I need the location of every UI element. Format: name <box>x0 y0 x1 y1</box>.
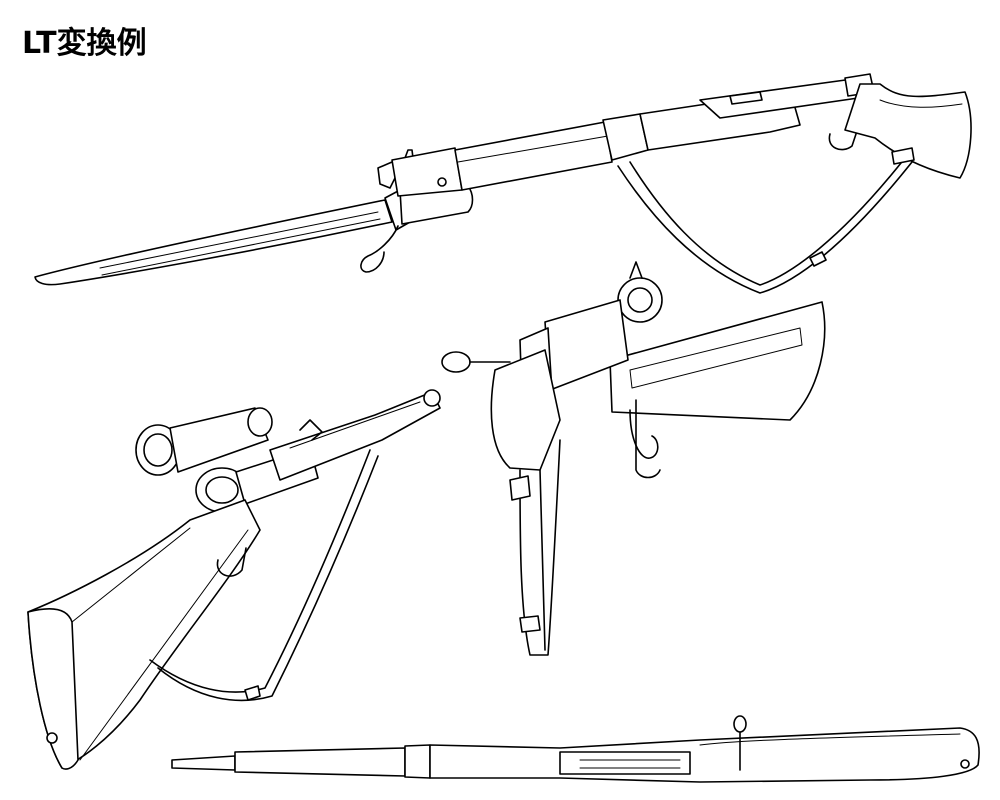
sling <box>629 157 906 286</box>
bayonet-fuller <box>99 211 381 276</box>
barrel-band <box>404 744 431 779</box>
nose-cap <box>391 147 463 197</box>
buttstock <box>844 83 972 179</box>
bayonet-blade <box>609 301 826 421</box>
receiver <box>559 751 691 775</box>
rifle-with-scope-rear-view <box>27 389 441 770</box>
rifle-top-view <box>171 715 980 783</box>
bolt-knob <box>733 715 747 733</box>
barrel <box>171 755 236 771</box>
bolt-knob <box>441 351 471 373</box>
rifle-with-bayonet-front-view <box>441 261 826 656</box>
butt-plate <box>27 608 79 770</box>
barrel <box>269 391 441 481</box>
bayonet-hook <box>629 409 659 459</box>
scope-tube <box>169 407 269 473</box>
bayonet-blade <box>34 199 393 286</box>
rifle-with-bayonet-side-view <box>34 73 972 294</box>
sling <box>519 439 561 656</box>
stock-body <box>490 349 561 471</box>
muzzle <box>617 277 663 323</box>
trigger-guard <box>828 127 859 151</box>
handguard <box>454 121 613 191</box>
rear-sight <box>729 91 763 105</box>
page-title: LT変換例 <box>22 26 147 61</box>
sling <box>149 449 371 693</box>
bayonet-hook <box>360 225 399 273</box>
